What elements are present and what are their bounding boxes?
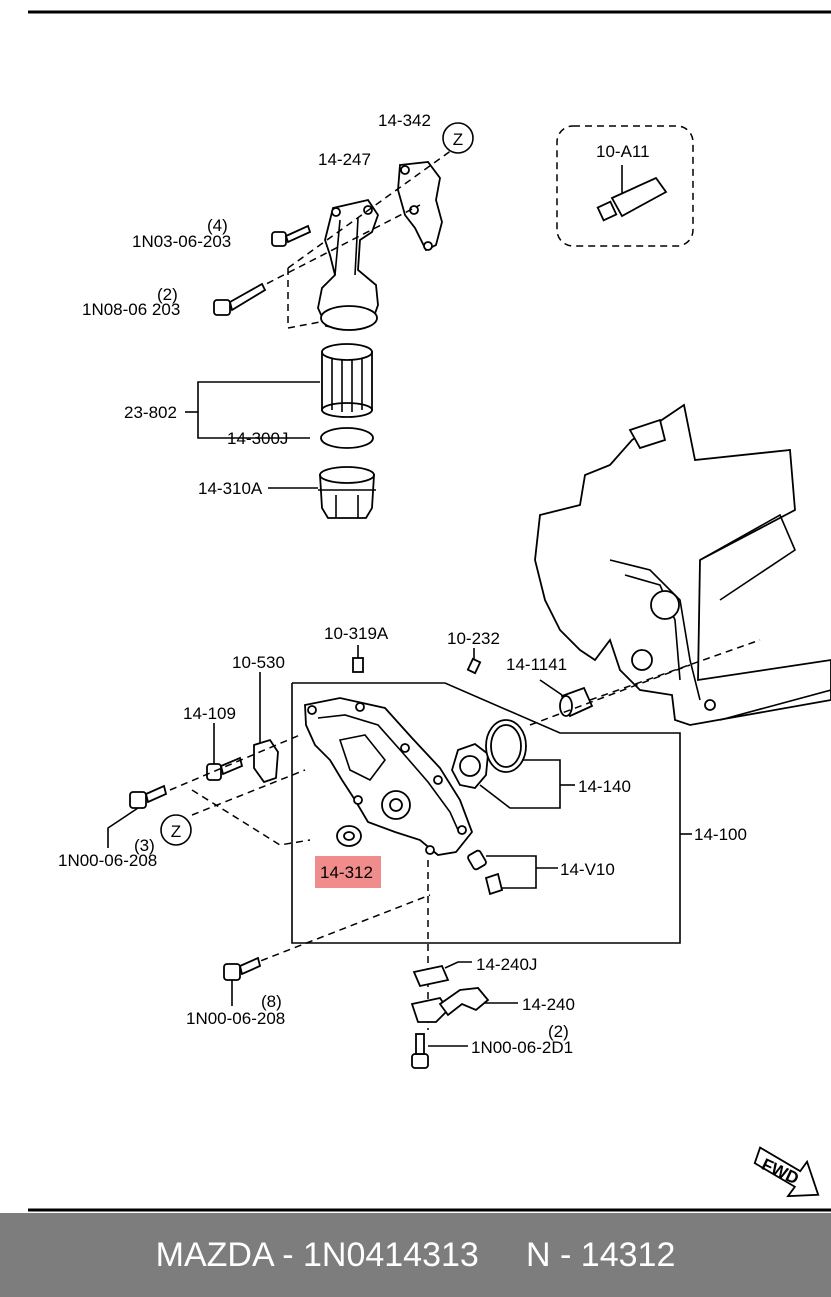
bushing xyxy=(559,686,594,718)
qty-4: (4) xyxy=(207,216,228,235)
qty-3: (3) xyxy=(134,836,155,855)
pump-rotor xyxy=(451,719,527,789)
callout-14-312: 14-312 xyxy=(320,863,373,882)
bolt-1n08 xyxy=(213,282,267,316)
dowel-10-319a xyxy=(352,657,364,673)
sealant-box xyxy=(556,125,694,247)
footer-text: MAZDA - 1N0414313 N - 14312 xyxy=(155,1236,676,1274)
filter-bracket xyxy=(397,161,443,252)
callout-10-530: 10-530 xyxy=(232,653,285,672)
callout-10-232: 10-232 xyxy=(447,629,500,648)
relief-valve xyxy=(467,849,504,896)
highlight-box xyxy=(315,856,381,888)
assembly-line xyxy=(249,894,431,966)
callout-14-109: 14-109 xyxy=(183,704,236,723)
callout-14-342: 14-342 xyxy=(378,111,431,130)
fwd-arrow-icon: FWD xyxy=(753,1146,820,1198)
dowel-10-232 xyxy=(466,657,482,675)
assembly-line xyxy=(234,204,421,301)
assembly-line xyxy=(529,664,691,726)
footer-bar: MAZDA - 1N0414313 N - 14312 xyxy=(0,1213,831,1297)
leader xyxy=(539,679,563,696)
assembly-line xyxy=(191,769,306,816)
qty-8: (8) xyxy=(261,992,282,1011)
assembly-line xyxy=(191,789,311,846)
strainer-gasket xyxy=(412,964,450,988)
reference-circle-z xyxy=(160,814,192,846)
qty-2-a: (2) xyxy=(157,285,178,304)
callout-14-240j: 14-240J xyxy=(476,955,537,974)
callout-23-802: 23-802 xyxy=(124,403,177,422)
bolt-1n03 xyxy=(271,224,312,247)
bolt-1n00-b xyxy=(223,956,262,981)
filter-cap xyxy=(318,466,376,519)
oil-strainer xyxy=(410,987,490,1023)
assembly-line xyxy=(287,268,321,329)
callout-1n03-06-203: 1N03-06-203 xyxy=(132,232,231,251)
callout-14-1141: 14-1141 xyxy=(506,655,567,674)
oil-pump-cover xyxy=(304,697,474,856)
assembly-line xyxy=(287,149,453,269)
assembly-line xyxy=(589,639,761,701)
assembly-box xyxy=(291,682,681,944)
leader xyxy=(444,961,472,969)
callout-14-240: 14-240 xyxy=(522,995,575,1014)
callout-14-140: 14-140 xyxy=(578,777,631,796)
callout-bracket xyxy=(197,381,320,439)
gasket xyxy=(253,738,279,784)
callout-bracket xyxy=(479,759,561,809)
bolt-1n00-a xyxy=(129,784,168,809)
callout-10-319a: 10-319A xyxy=(324,624,389,643)
oil-seal xyxy=(336,825,362,847)
callout-14-247: 14-247 xyxy=(318,150,371,169)
callout-14-310a: 14-310A xyxy=(198,479,263,498)
reference-circle-z xyxy=(442,122,474,154)
leader xyxy=(107,807,139,848)
oil-filter-body xyxy=(317,198,379,331)
oil-filter-element xyxy=(321,343,373,418)
ref-z-mid: Z xyxy=(171,822,181,841)
callout-14-v10: 14-V10 xyxy=(560,860,615,879)
qty-2-b: (2) xyxy=(548,1022,569,1041)
callout-1n00-06-208-a: 1N00-06-208 xyxy=(58,851,157,870)
o-ring xyxy=(320,427,374,449)
sealant-tube xyxy=(596,165,668,222)
engine-block xyxy=(534,403,831,726)
callout-1n00-06-208-b: 1N00-06-208 xyxy=(186,1009,285,1028)
callout-14-300j: 14-300J xyxy=(227,429,288,448)
callout-10-a11: 10-A11 xyxy=(596,142,650,161)
callout-1n08-06-203: 1N08-06 203 xyxy=(82,300,180,319)
callout-bracket xyxy=(486,855,537,889)
callout-14-100: 14-100 xyxy=(694,825,747,844)
ref-z-top: Z xyxy=(453,130,463,149)
bolt-1n00-c xyxy=(411,1033,429,1069)
callout-1n00-06-2d1: 1N00-06-2D1 xyxy=(471,1038,573,1057)
